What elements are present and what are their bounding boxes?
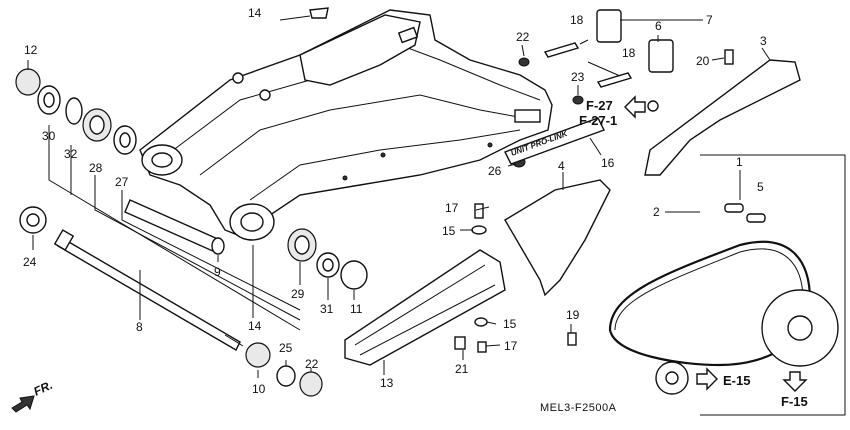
callout-15-lower: 15 [503,317,517,331]
callout-20: 21 [455,362,469,376]
callout-6: 6 [655,19,662,33]
callout-2: 2 [653,205,660,219]
callout-10: 10 [252,382,266,396]
callout-8: 8 [136,320,143,334]
callout-31: 32 [64,147,78,161]
callout-17-lower: 17 [504,339,518,353]
swingarm [139,7,553,241]
callout-22-lower: 23 [571,70,585,84]
callout-29: 30 [42,129,56,143]
pivot-parts-right [287,228,368,290]
callout-30: 31 [320,302,334,316]
callout-19-lower: 19 [566,308,580,322]
callout-14-lower: 14 [248,319,262,333]
callout-23: 24 [23,255,37,269]
callout-22-upper: 22 [516,30,530,44]
chain-slider [344,249,506,366]
callout-21: 22 [305,357,319,371]
front-arrow-icon [11,395,35,413]
callout-4: 4 [558,159,565,173]
bracket-2 [700,154,846,416]
diagram-code: MEL3-F2500A [540,402,617,414]
pivot-bolt [53,229,244,351]
callout-16: 16 [601,156,615,170]
callout-25: 26 [488,164,502,178]
callout-28: 29 [291,287,305,301]
pivot-tube [124,199,221,253]
block-7 [596,9,622,43]
pivot-parts-left [15,68,137,234]
callout-27: 28 [89,161,103,175]
chain-case [504,179,611,297]
figure-references: F-27 F-27-1 E-15 F-15 [579,95,808,409]
callout-9: 9 [214,265,221,279]
callout-24: 25 [279,341,293,355]
ref-f15[interactable]: F-15 [781,394,808,409]
arrow-down-icon [782,371,808,392]
callout-3: 3 [760,34,767,48]
chain-guard [644,59,801,176]
ref-e15[interactable]: E-15 [723,373,750,388]
front-marker-label: FR. [31,378,54,399]
callout-12: 12 [24,43,38,57]
bolt-18-a [543,42,580,58]
bolt-18-b [596,72,633,88]
callout-18-lower: 18 [622,46,636,60]
arrow-left-icon [624,95,646,119]
front-marker: FR. [11,378,55,413]
callout-26: 27 [115,175,129,189]
master-link-kit [724,203,766,223]
callout-11: 11 [350,302,363,316]
callout-15-upper: 15 [442,224,456,238]
callout-17-upper: 17 [445,201,459,215]
callout-1: 1 [736,155,743,169]
callout-14-upper: 14 [248,6,262,20]
arrow-right-icon [696,367,718,391]
callout-7: 7 [706,13,713,27]
block-6 [648,39,674,73]
callout-5: 5 [757,180,764,194]
callout-numbers: 12 30 32 28 27 24 8 9 14 25 10 22 29 31 … [23,6,767,396]
ref-f27[interactable]: F-27 [586,98,613,113]
callout-13: 13 [380,376,394,390]
leader-lines [27,15,771,378]
callout-19-upper: 20 [696,54,710,68]
ref-f27-1[interactable]: F-27-1 [579,113,617,128]
callout-18-upper: 18 [570,13,584,27]
